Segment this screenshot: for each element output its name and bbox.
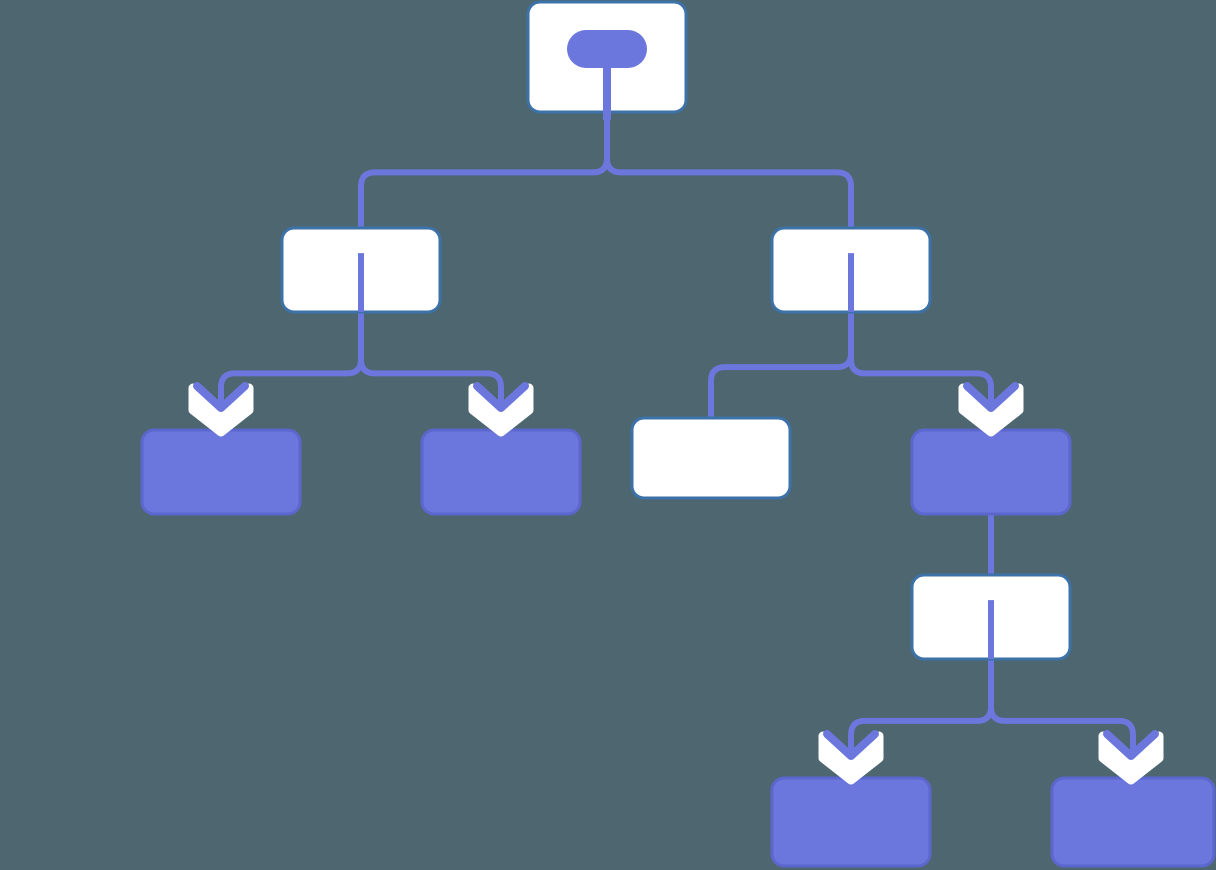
arrowhead-branch-right-chevron xyxy=(963,382,1019,412)
arrowhead-layer xyxy=(188,382,1164,785)
arrowhead-branch-right xyxy=(958,382,1024,437)
node-layer xyxy=(140,0,1216,868)
branch-right-node-shape[interactable] xyxy=(910,428,1072,516)
edge-sub-mid-to-leaf-5 xyxy=(988,659,1136,778)
arrowhead-leaf-2 xyxy=(468,382,534,437)
leaf-node-1-shape[interactable] xyxy=(140,428,302,516)
leaf-node-4[interactable] xyxy=(770,776,932,868)
leaf-node-3-shape[interactable] xyxy=(630,416,792,500)
leaf-node-1[interactable] xyxy=(140,428,302,516)
edge-layer xyxy=(218,112,1136,778)
leaf-node-5[interactable] xyxy=(1050,776,1216,868)
branch-right-node[interactable] xyxy=(910,428,1072,516)
edge-mid-left-to-leaf-2 xyxy=(358,312,504,430)
arrowhead-leaf-5-chevron xyxy=(1103,730,1159,760)
arrowhead-leaf-5 xyxy=(1098,730,1164,785)
leaf-node-2-shape[interactable] xyxy=(420,428,582,516)
arrowhead-leaf-2-chevron xyxy=(473,382,529,412)
arrowhead-leaf-4-outline xyxy=(818,731,884,785)
arrowhead-leaf-1 xyxy=(188,382,254,437)
arrowhead-leaf-1-chevron xyxy=(193,382,249,412)
arrowhead-leaf-4-chevron xyxy=(823,730,879,760)
edge-mid-right-to-branch xyxy=(848,312,994,430)
leaf-node-2[interactable] xyxy=(420,428,582,516)
arrowhead-leaf-5-outline xyxy=(1098,731,1164,785)
edge-mid-right-to-leaf-3 xyxy=(708,312,854,418)
leaf-node-3[interactable] xyxy=(630,416,792,500)
leaf-node-5-shape[interactable] xyxy=(1050,776,1216,868)
edge-root-to-mid-right xyxy=(604,112,854,228)
leaf-node-4-shape[interactable] xyxy=(770,776,932,868)
edge-root-to-mid-left xyxy=(358,112,610,228)
arrowhead-leaf-4 xyxy=(818,730,884,785)
